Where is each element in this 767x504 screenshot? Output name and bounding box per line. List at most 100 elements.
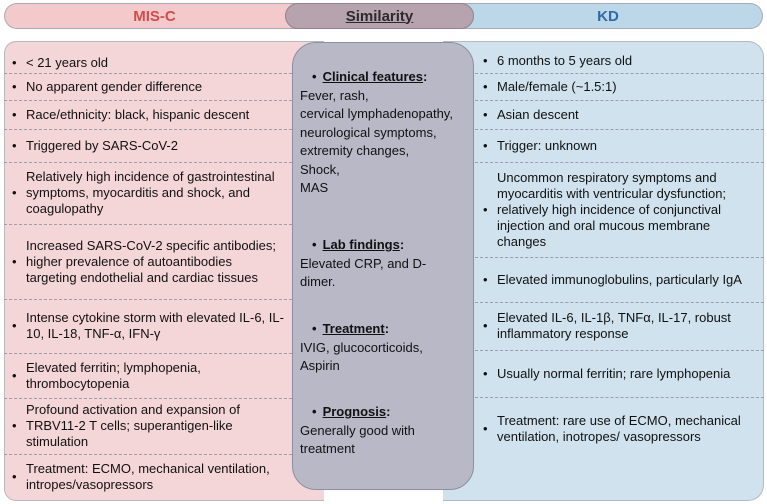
similarity-section: • Treatment: IVIG, glucocorticoids, Aspiri…: [300, 320, 472, 376]
bullet-icon: •: [483, 53, 488, 68]
misc_rows-row-text: Intense cytokine storm with elevated IL-…: [26, 310, 284, 341]
kd_rows-row: • Male/female (~1.5:1): [475, 73, 764, 100]
bullet-icon: •: [312, 69, 317, 84]
section-body: IVIG, glucocorticoids, Aspirin: [300, 339, 423, 374]
bullet-icon: •: [12, 78, 17, 94]
row-divider: [4, 353, 292, 354]
kd_rows-row: • 6 months to 5 years old: [475, 49, 764, 73]
row-divider: [475, 257, 764, 258]
bullet-icon: •: [483, 201, 488, 217]
misc_rows-row: • Increased SARS-CoV-2 specific antibodie…: [4, 224, 292, 299]
section-colon: :: [399, 237, 405, 252]
section-title: Treatment: [322, 321, 385, 336]
row-divider: [4, 454, 292, 455]
section-colon: :: [384, 321, 390, 336]
similarity-header: Similarity: [285, 3, 474, 29]
bullet-icon: •: [312, 237, 317, 252]
bullet-icon: •: [483, 420, 488, 436]
bullet-icon: •: [312, 404, 317, 419]
misc_rows-row: • Elevated ferritin; lymphopenia, thrombo…: [4, 353, 292, 398]
bullet-icon: •: [12, 54, 17, 70]
bullet-icon: •: [483, 271, 488, 287]
kd-panel: [443, 41, 764, 501]
kd_rows-row-text: Uncommon respiratory symptoms and myocar…: [497, 169, 727, 249]
row-divider: [475, 100, 764, 101]
misc_rows-row: • Relatively high incidence of gastrointe…: [4, 162, 292, 224]
kd_rows-row: • Treatment: rare use of ECMO, mechanical…: [475, 397, 764, 460]
section-title: Lab findings: [322, 237, 400, 252]
misc_rows-row-text: Race/ethnicity: black, hispanic descent: [26, 106, 250, 122]
section-colon: :: [423, 69, 428, 84]
bullet-icon: •: [12, 137, 17, 153]
kd_rows-row-text: Trigger: unknown: [497, 137, 597, 153]
kd_rows-row: • Uncommon respiratory symptoms and myoca…: [475, 162, 764, 257]
section-heading: • Prognosis:: [300, 403, 472, 422]
section-colon: :: [386, 404, 391, 419]
bullet-icon: •: [12, 253, 17, 269]
kd_rows-row-text: Elevated immunoglobulins, particularly I…: [497, 271, 742, 287]
section-title: Clinical features: [322, 69, 423, 84]
kd_rows-row-text: 6 months to 5 years old: [497, 53, 633, 68]
similarity-section: • Lab findings: Elevated CRP, and D- dimer…: [300, 236, 472, 292]
misc_rows-row: • Race/ethnicity: black, hispanic descent: [4, 100, 292, 129]
bullet-icon: •: [483, 106, 488, 122]
misc_rows-row-text: Increased SARS-CoV-2 specific antibodies…: [26, 237, 277, 285]
similarity-section: • Clinical features: Fever, rash, cervical…: [300, 68, 472, 198]
misc_rows-row-text: Relatively high incidence of gastrointes…: [26, 169, 275, 216]
kd_rows-row: • Elevated immunoglobulins, particularly …: [475, 257, 764, 302]
kd_rows-row-text: Male/female (~1.5:1): [497, 78, 617, 94]
row-divider: [475, 129, 764, 130]
misc_rows-row-text: Profound activation and expansion of TRB…: [26, 402, 240, 449]
misc_rows-row-text: < 21 years old: [26, 54, 109, 70]
bullet-icon: •: [12, 185, 17, 200]
row-divider: [4, 162, 292, 163]
row-divider: [475, 73, 764, 74]
row-divider: [4, 299, 292, 300]
misc_rows-row: • No apparent gender difference: [4, 73, 292, 100]
row-divider: [475, 162, 764, 163]
misc-panel: [4, 41, 324, 501]
row-divider: [475, 350, 764, 351]
row-divider: [475, 397, 764, 398]
misc_rows-row: • Treatment: ECMO, mechanical ventilation…: [4, 454, 292, 500]
bullet-icon: •: [483, 318, 488, 333]
section-body: Generally good with treatment: [300, 422, 415, 457]
bullet-icon: •: [12, 106, 17, 122]
misc_rows-row: • Profound activation and expansion of TR…: [4, 398, 292, 454]
misc_rows-row: • Intense cytokine storm with elevated IL…: [4, 299, 292, 353]
bullet-icon: •: [12, 418, 17, 433]
similarity-panel: [292, 42, 474, 490]
misc_rows-row-text: Triggered by SARS-CoV-2: [26, 137, 178, 153]
misc_rows-row: • < 21 years old: [4, 52, 292, 73]
section-heading: • Lab findings:: [300, 236, 472, 255]
section-body: Fever, rash, cervical lymphadenopathy, n…: [300, 87, 453, 196]
row-divider: [4, 224, 292, 225]
section-body: Elevated CRP, and D- dimer.: [300, 255, 427, 290]
bullet-icon: •: [483, 365, 488, 381]
kd_rows-row: • Usually normal ferritin; rare lymphopen…: [475, 350, 764, 397]
row-divider: [4, 398, 292, 399]
bullet-icon: •: [483, 137, 488, 153]
kd-header: KD: [454, 3, 763, 29]
misc_rows-row-text: Treatment: ECMO, mechanical ventilation,…: [26, 461, 270, 492]
row-divider: [4, 73, 292, 74]
bullet-icon: •: [12, 469, 17, 484]
kd_rows-row-text: Treatment: rare use of ECMO, mechanical …: [497, 412, 741, 444]
misc_rows-row-text: No apparent gender difference: [26, 78, 203, 94]
row-divider: [475, 302, 764, 303]
bullet-icon: •: [483, 78, 488, 94]
kd_rows-row-text: Asian descent: [497, 106, 579, 122]
bullet-icon: •: [12, 367, 17, 383]
misc_rows-row: • Triggered by SARS-CoV-2: [4, 129, 292, 162]
row-divider: [4, 129, 292, 130]
kd_rows-row: • Asian descent: [475, 100, 764, 129]
kd_rows-row-text: Usually normal ferritin; rare lymphopeni…: [497, 365, 731, 381]
section-heading: • Treatment:: [300, 320, 472, 339]
misc-header: MIS-C: [4, 3, 304, 29]
similarity-section: • Prognosis: Generally good with treatment: [300, 403, 472, 459]
section-title: Prognosis: [322, 404, 387, 419]
kd_rows-row-text: Elevated IL-6, IL-1β, TNFα, IL-17, robus…: [497, 310, 731, 341]
misc_rows-row-text: Elevated ferritin; lymphopenia, thromboc…: [26, 359, 201, 391]
bullet-icon: •: [312, 321, 317, 336]
bullet-icon: •: [12, 318, 17, 333]
